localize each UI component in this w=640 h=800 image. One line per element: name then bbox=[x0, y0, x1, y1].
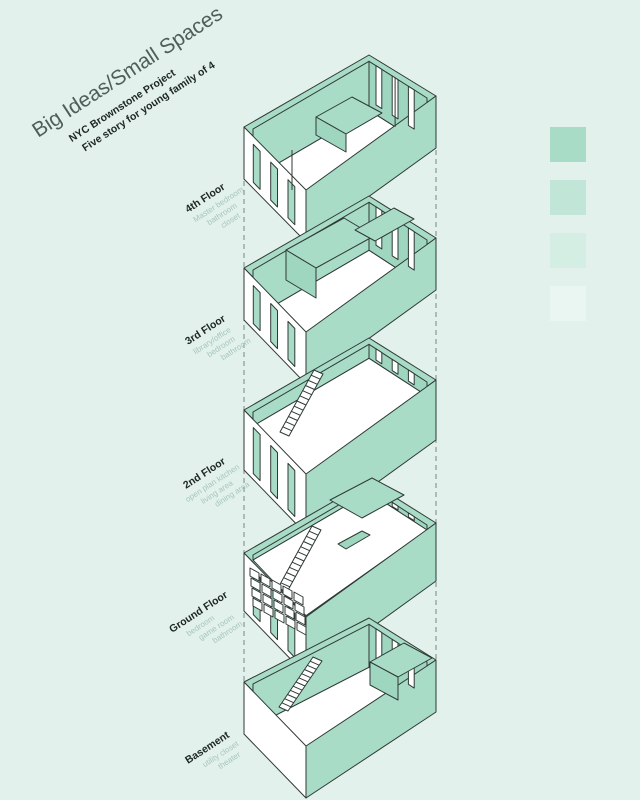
window bbox=[252, 427, 261, 482]
stair-tread bbox=[293, 405, 304, 411]
closet-side bbox=[369, 661, 399, 701]
stair-tread bbox=[280, 582, 291, 588]
window bbox=[287, 179, 296, 226]
window bbox=[252, 143, 261, 190]
window bbox=[270, 445, 278, 500]
stair-tread bbox=[282, 426, 293, 432]
facade-cell bbox=[251, 587, 262, 602]
swatch-column bbox=[550, 127, 586, 321]
window bbox=[375, 348, 383, 365]
floor-3rd-volume bbox=[243, 195, 437, 385]
stair-tread bbox=[295, 681, 306, 687]
stair-tread bbox=[306, 535, 316, 541]
window bbox=[391, 358, 399, 375]
window bbox=[270, 303, 278, 350]
facade-cell bbox=[282, 585, 293, 600]
stair-tread bbox=[287, 694, 297, 699]
floor-stack bbox=[243, 54, 437, 799]
facade-cell bbox=[260, 573, 271, 588]
stair-tread bbox=[288, 416, 298, 421]
stair-tread bbox=[307, 664, 317, 670]
bathroom-partition bbox=[329, 477, 405, 519]
facade-cell bbox=[271, 579, 282, 594]
window bbox=[407, 512, 415, 522]
stair-tread bbox=[299, 395, 310, 401]
stair-tread bbox=[309, 660, 320, 666]
facade-grid bbox=[249, 567, 307, 636]
window bbox=[407, 85, 415, 130]
stair-tread bbox=[304, 669, 314, 674]
swatch-1 bbox=[550, 127, 586, 162]
floor-4th-volume bbox=[243, 54, 437, 243]
window bbox=[287, 320, 296, 367]
facade-cell bbox=[293, 591, 304, 606]
staircase bbox=[279, 369, 324, 437]
staircase bbox=[278, 656, 323, 712]
facade-cell bbox=[284, 605, 295, 620]
stair-tread bbox=[284, 698, 294, 704]
partition bbox=[337, 530, 371, 550]
stair-tread bbox=[305, 385, 315, 390]
facade-cell bbox=[283, 595, 294, 610]
facade-cell bbox=[252, 597, 263, 612]
stair-tread bbox=[290, 689, 300, 695]
facade-cell bbox=[294, 601, 305, 616]
window bbox=[270, 161, 278, 208]
stair-tread bbox=[291, 561, 302, 567]
floor-label-4th: 4th Floor Master bedroom bathroom closet bbox=[183, 181, 245, 230]
floor-base-volume bbox=[243, 617, 437, 799]
swatch-3 bbox=[550, 233, 586, 268]
window bbox=[407, 369, 415, 386]
closet-side bbox=[315, 116, 347, 153]
facade-cell bbox=[250, 577, 261, 592]
stair-tread bbox=[310, 374, 321, 380]
front-right-wall bbox=[305, 95, 437, 243]
swatch-4 bbox=[550, 286, 586, 321]
facade-cell bbox=[296, 621, 307, 636]
partition-side bbox=[285, 249, 317, 299]
stair-tread bbox=[291, 410, 301, 416]
facade-cell bbox=[285, 615, 296, 630]
stair-tread bbox=[281, 702, 292, 708]
window bbox=[252, 285, 261, 332]
facade-cell bbox=[262, 593, 273, 608]
stair-tread bbox=[297, 551, 308, 557]
facade-cell bbox=[273, 599, 284, 614]
front-right-wall bbox=[305, 237, 437, 385]
facade-cell bbox=[274, 609, 285, 624]
stair-tread bbox=[308, 379, 318, 385]
stair-tread bbox=[301, 673, 311, 679]
stair-tread bbox=[294, 556, 305, 562]
window bbox=[391, 501, 399, 511]
stair-tread bbox=[296, 400, 307, 406]
facade-cell bbox=[295, 611, 306, 626]
window bbox=[375, 65, 383, 110]
stair-tread bbox=[302, 390, 312, 396]
window bbox=[407, 227, 415, 271]
swatch-2 bbox=[550, 180, 586, 215]
stair-tread bbox=[286, 572, 296, 577]
partition bbox=[354, 207, 415, 242]
facade-cell bbox=[249, 567, 260, 582]
stair-tread bbox=[292, 685, 303, 691]
stair-tread bbox=[303, 541, 313, 546]
staircase bbox=[277, 525, 322, 593]
stair-tread bbox=[300, 546, 310, 552]
stair-tread bbox=[289, 566, 299, 572]
facade-cell bbox=[261, 583, 272, 598]
stair-tread bbox=[298, 677, 309, 683]
stair-tread bbox=[308, 530, 319, 536]
facade-cell bbox=[272, 589, 283, 604]
window bbox=[287, 462, 296, 517]
facade-cell bbox=[263, 603, 274, 618]
stair-tread bbox=[283, 577, 293, 583]
stair-tread bbox=[285, 421, 295, 427]
